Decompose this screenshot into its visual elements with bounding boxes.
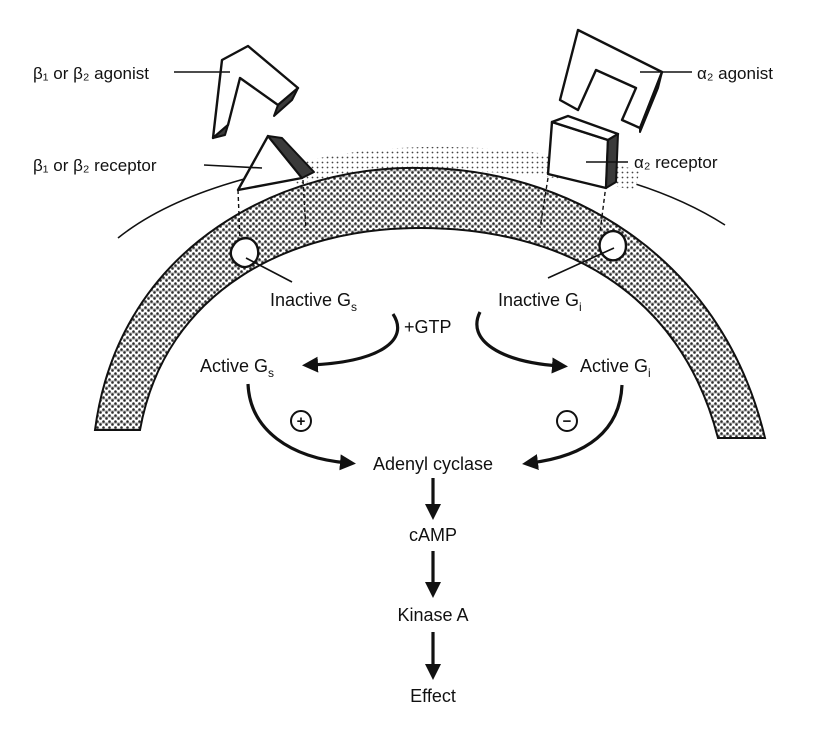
inactive-gs-label: Inactive Gs — [270, 290, 357, 314]
effect-label: Effect — [410, 686, 456, 706]
active-gi-label: Active Gi — [580, 356, 651, 380]
alpha-receptor-stem-right — [599, 184, 607, 233]
kinase-a-label: Kinase A — [397, 605, 468, 625]
alpha-receptor-stem-left — [539, 177, 549, 229]
alpha-agonist-shape — [558, 28, 664, 133]
beta-receptor-stem-right — [302, 179, 307, 231]
gi-to-cyclase-arrow — [522, 384, 624, 470]
gs-to-cyclase-arrow — [246, 383, 356, 471]
beta-receptor-label: β₁ or β₂ receptor — [33, 156, 157, 175]
stimulation-symbol: + — [290, 410, 312, 432]
alpha-receptor-shape — [546, 114, 620, 190]
plasma-membrane — [93, 166, 767, 439]
svg-text:−: − — [563, 413, 572, 430]
alpha-agonist-label: α₂ agonist — [697, 64, 773, 83]
gi-activation-arrow — [475, 311, 568, 374]
gs-protein-pocket — [229, 237, 260, 269]
active-gs-subscript: s — [268, 366, 274, 380]
gtp-label: +GTP — [404, 317, 452, 337]
inactive-gs-subscript: s — [351, 300, 357, 314]
camp-label: cAMP — [409, 525, 457, 545]
beta-receptor-stem-left — [237, 189, 241, 241]
alpha-receptor-label: α₂ receptor — [634, 153, 718, 172]
inactive-gi-label: Inactive Gi — [498, 290, 582, 314]
inactive-gi-subscript: i — [579, 300, 582, 314]
leader-inactive-gi — [547, 247, 615, 279]
beta-agonist-label: β₁ or β₂ agonist — [33, 64, 149, 83]
beta-agonist-shape — [211, 44, 300, 140]
gs-activation-arrow — [302, 313, 400, 373]
svg-text:+: + — [297, 413, 306, 430]
active-gi-subscript: i — [648, 366, 651, 380]
gi-protein-pocket — [598, 229, 628, 262]
adenyl-cyclase-label: Adenyl cyclase — [373, 454, 493, 474]
leader-inactive-gs — [245, 257, 293, 283]
active-gs-label: Active Gs — [200, 356, 274, 380]
inhibition-symbol: − — [556, 410, 578, 432]
beta-receptor-shape — [236, 134, 315, 192]
leader-beta-receptor — [203, 164, 263, 169]
